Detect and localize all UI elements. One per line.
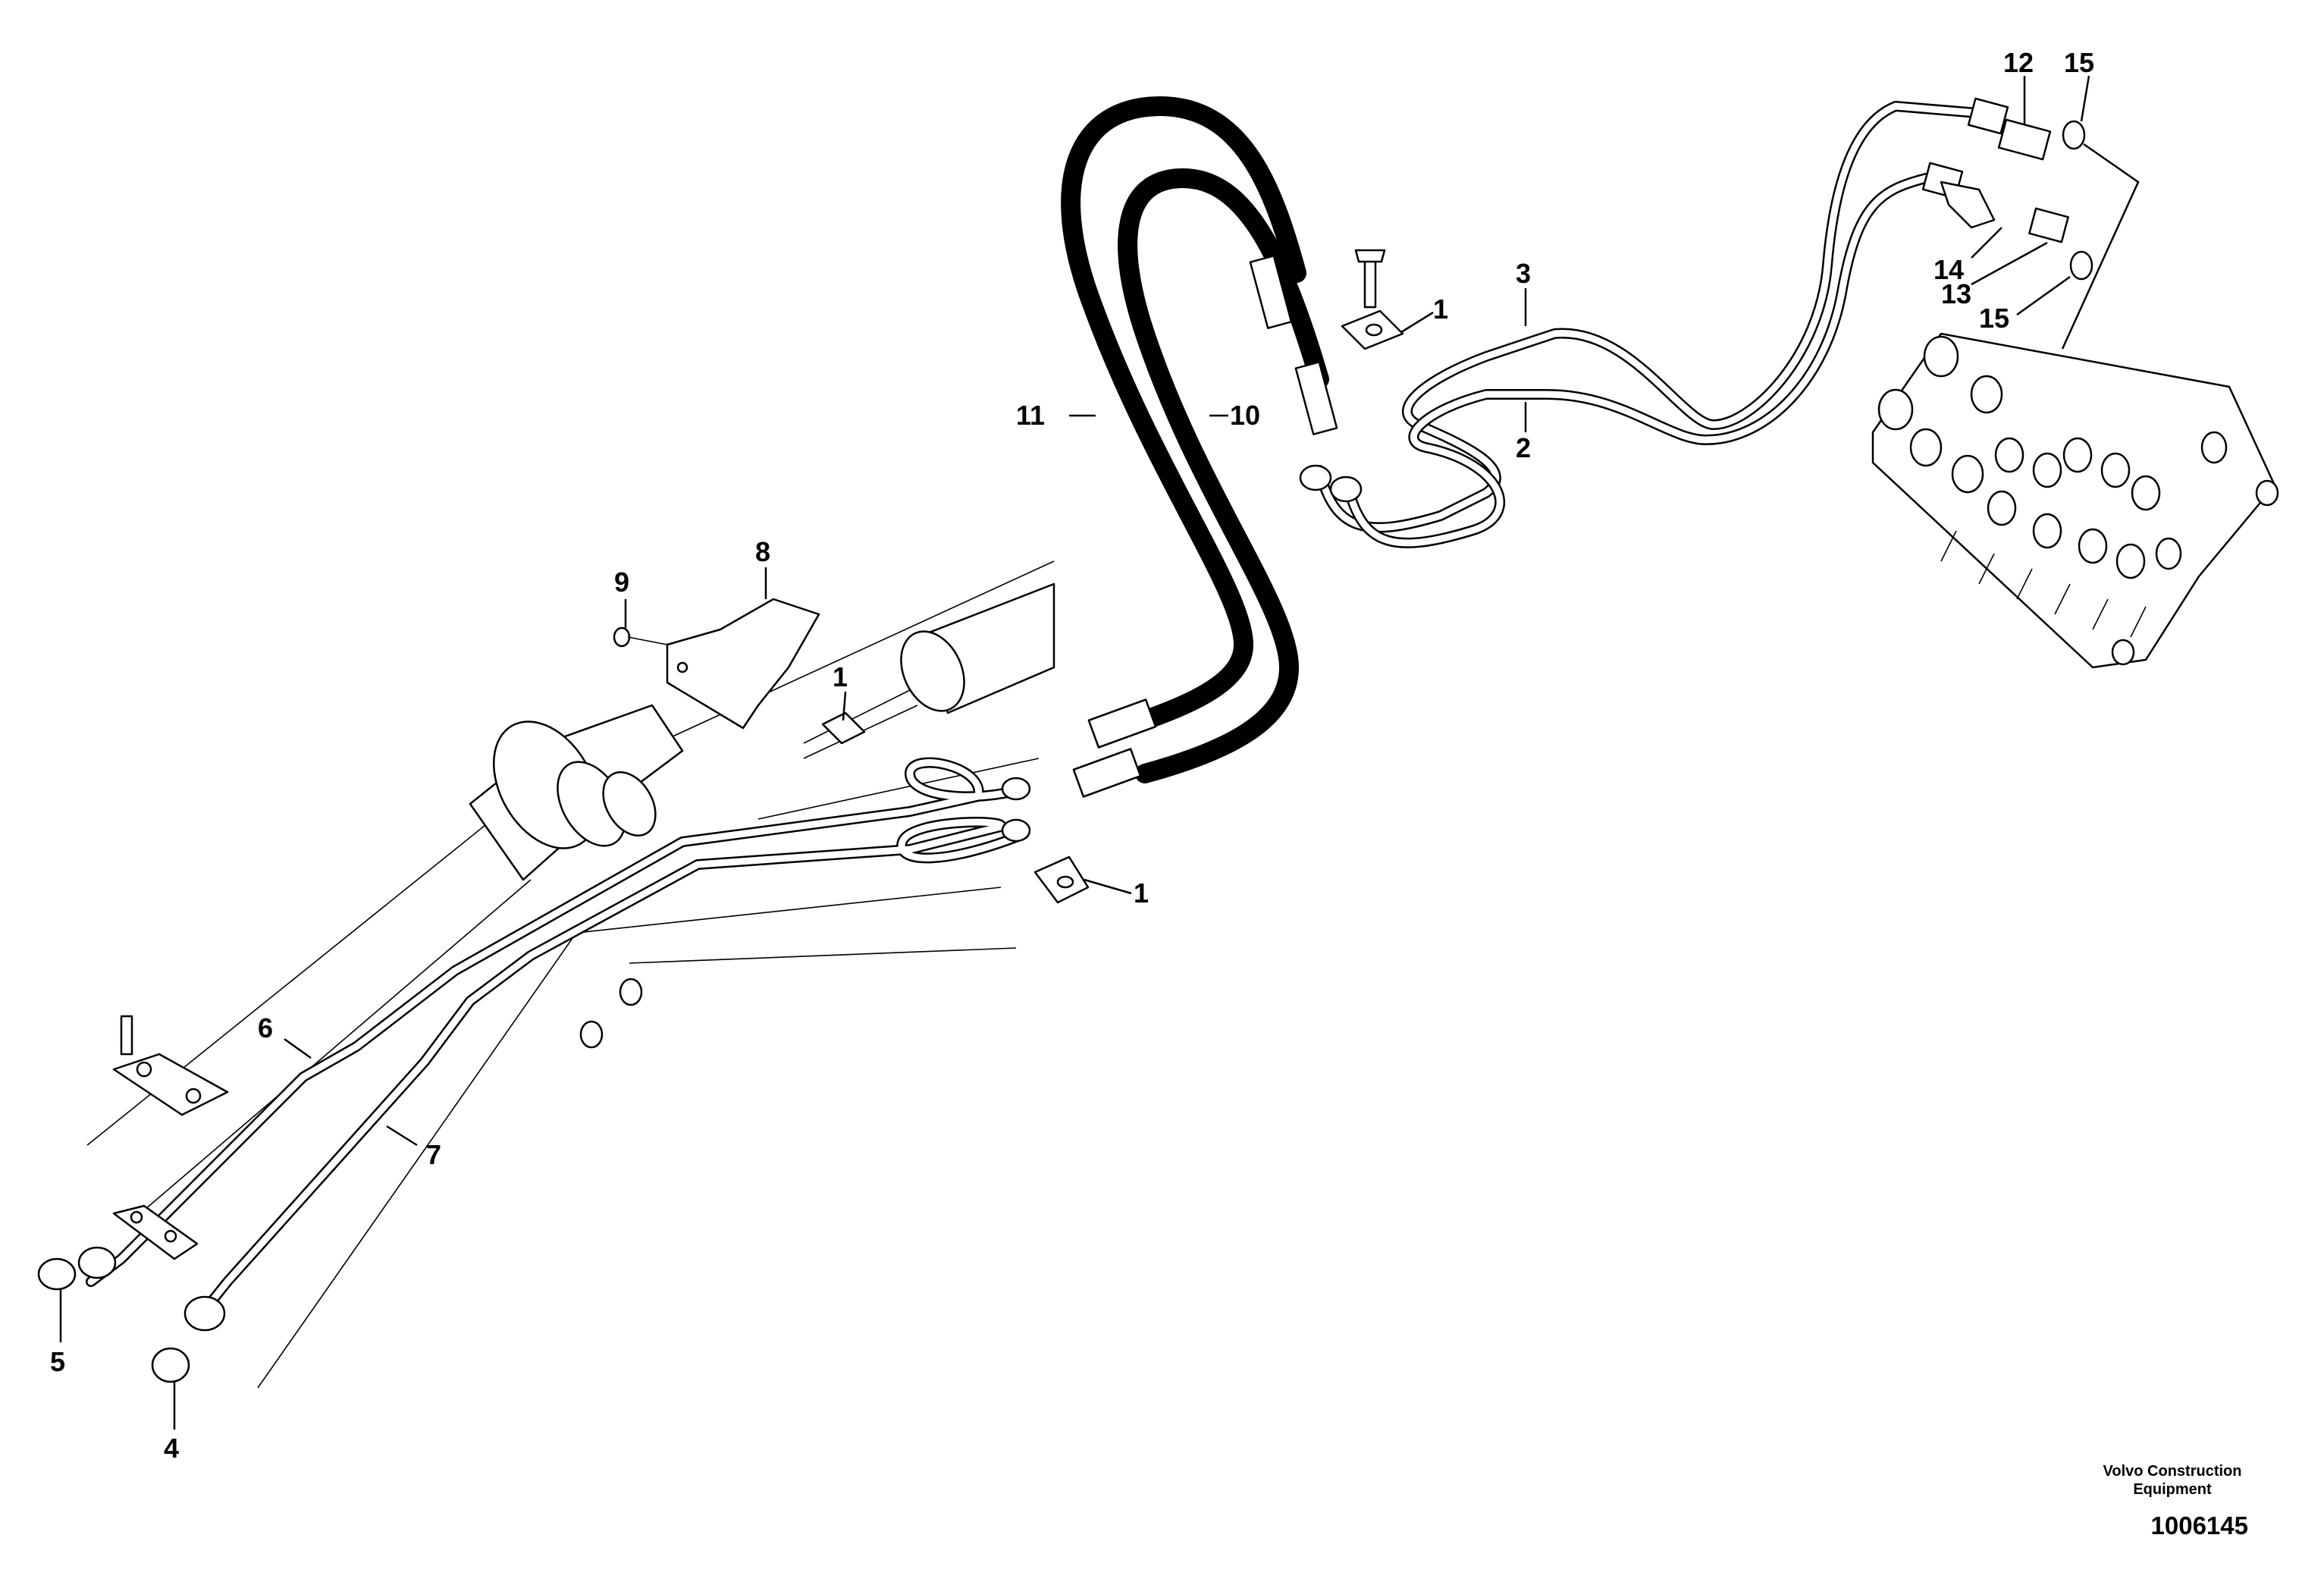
callout-6: 6 bbox=[258, 1012, 273, 1044]
plug-4 bbox=[151, 1347, 190, 1383]
callout-5: 5 bbox=[50, 1346, 65, 1377]
callout-12: 12 bbox=[2003, 47, 2034, 78]
boom-outline bbox=[86, 560, 1055, 1389]
callout-1-lower: 1 bbox=[1134, 877, 1149, 909]
callout-15-upper: 15 bbox=[2064, 47, 2094, 78]
callout-4: 4 bbox=[164, 1433, 179, 1464]
callout-3: 3 bbox=[1516, 258, 1531, 289]
hose-11 bbox=[1061, 96, 1306, 738]
callout-2: 2 bbox=[1516, 432, 1531, 463]
callout-14: 14 bbox=[1934, 254, 1964, 285]
upper-pipes bbox=[1299, 97, 2009, 548]
callout-7: 7 bbox=[426, 1139, 441, 1170]
callout-1-middle: 1 bbox=[833, 661, 848, 692]
hose-assemblies bbox=[1061, 96, 1338, 798]
bracket-8 bbox=[666, 598, 820, 730]
callout-9: 9 bbox=[614, 567, 629, 598]
callout-11: 11 bbox=[1016, 400, 1045, 431]
callout-13: 13 bbox=[1941, 278, 1971, 309]
fitting-13 bbox=[2028, 207, 2069, 243]
clamp-1-middle bbox=[821, 711, 866, 745]
plug-15-upper bbox=[2062, 120, 2086, 150]
callout-labels: 1 1 1 3 2 11 10 8 9 6 7 5 4 12 15 14 13 … bbox=[50, 47, 2094, 1464]
callout-leaders bbox=[59, 75, 2140, 1430]
hose-10 bbox=[1118, 168, 1329, 783]
callout-8: 8 bbox=[755, 536, 770, 567]
plug-5 bbox=[37, 1257, 77, 1291]
elbow-14 bbox=[1940, 180, 1996, 229]
lower-pipes bbox=[77, 757, 1031, 1332]
fitting-12 bbox=[1997, 118, 2052, 161]
callout-1-upper: 1 bbox=[1433, 293, 1448, 325]
document-number: 1006145 bbox=[2150, 1511, 2248, 1540]
control-valve bbox=[1871, 332, 2279, 669]
plug-15-lower bbox=[2069, 250, 2093, 281]
callout-10: 10 bbox=[1230, 400, 1260, 431]
bolt-9 bbox=[613, 626, 631, 648]
brand-caption: Volvo Construction Equipment bbox=[2103, 1463, 2242, 1498]
callout-15-lower: 15 bbox=[1979, 303, 2009, 334]
small-parts bbox=[37, 118, 2093, 1383]
